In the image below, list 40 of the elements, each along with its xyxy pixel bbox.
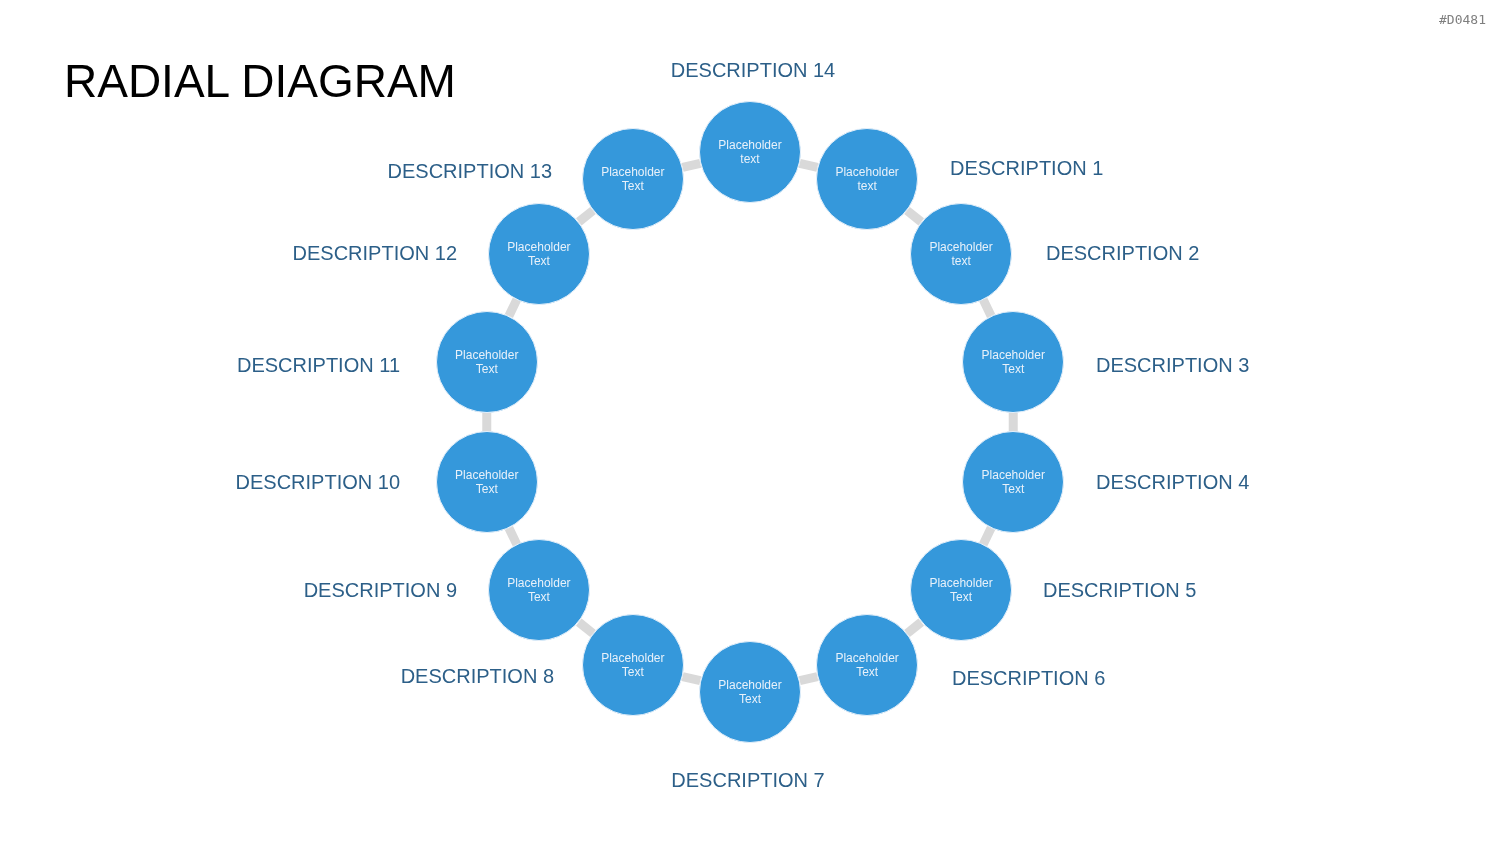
description-label: DESCRIPTION 14 <box>670 57 836 83</box>
description-label: DESCRIPTION 8 <box>400 663 554 689</box>
description-label: DESCRIPTION 1 <box>950 155 1104 181</box>
connector-line <box>575 618 596 637</box>
description-label: DESCRIPTION 6 <box>952 665 1106 691</box>
node-label: Placeholder Text <box>506 239 572 268</box>
connector-line <box>904 618 925 637</box>
node-label: Placeholder Text <box>454 347 520 376</box>
node-label: Placeholder Text <box>600 164 666 193</box>
description-label: DESCRIPTION 9 <box>303 577 457 603</box>
node-label: Placeholder text <box>928 239 994 268</box>
node-label: Placeholder Text <box>980 347 1046 376</box>
connector-line <box>482 412 492 432</box>
node-label: Placeholder text <box>717 138 783 166</box>
connector-line <box>504 526 521 547</box>
description-label: DESCRIPTION 4 <box>1096 469 1250 495</box>
node-label: Placeholder Text <box>980 468 1046 497</box>
description-label: DESCRIPTION 3 <box>1096 352 1250 378</box>
node-label: Placeholder Text <box>928 576 994 605</box>
connector-line <box>575 207 596 226</box>
description-label: DESCRIPTION 2 <box>1046 240 1200 266</box>
node-label: Placeholder Text <box>717 678 783 706</box>
node-label: Placeholder text <box>834 164 900 193</box>
connector-line <box>904 207 925 226</box>
node-label: Placeholder Text <box>454 468 520 497</box>
node-label: Placeholder Text <box>834 651 900 680</box>
connector-line <box>504 297 521 318</box>
code-label: #D0481 <box>1439 13 1486 26</box>
description-label: DESCRIPTION 12 <box>292 240 457 266</box>
description-label: DESCRIPTION 5 <box>1043 577 1197 603</box>
description-label: DESCRIPTION 10 <box>235 469 400 495</box>
node-label: Placeholder Text <box>600 651 666 680</box>
connector-line <box>1008 412 1018 432</box>
connector-line <box>979 526 996 547</box>
connector-line <box>979 297 996 318</box>
description-label: DESCRIPTION 11 <box>237 352 400 378</box>
node-label: Placeholder Text <box>506 576 572 605</box>
diagram-title: RADIAL DIAGRAM <box>64 58 456 104</box>
description-label: DESCRIPTION 13 <box>387 158 552 184</box>
description-label: DESCRIPTION 7 <box>671 767 825 793</box>
